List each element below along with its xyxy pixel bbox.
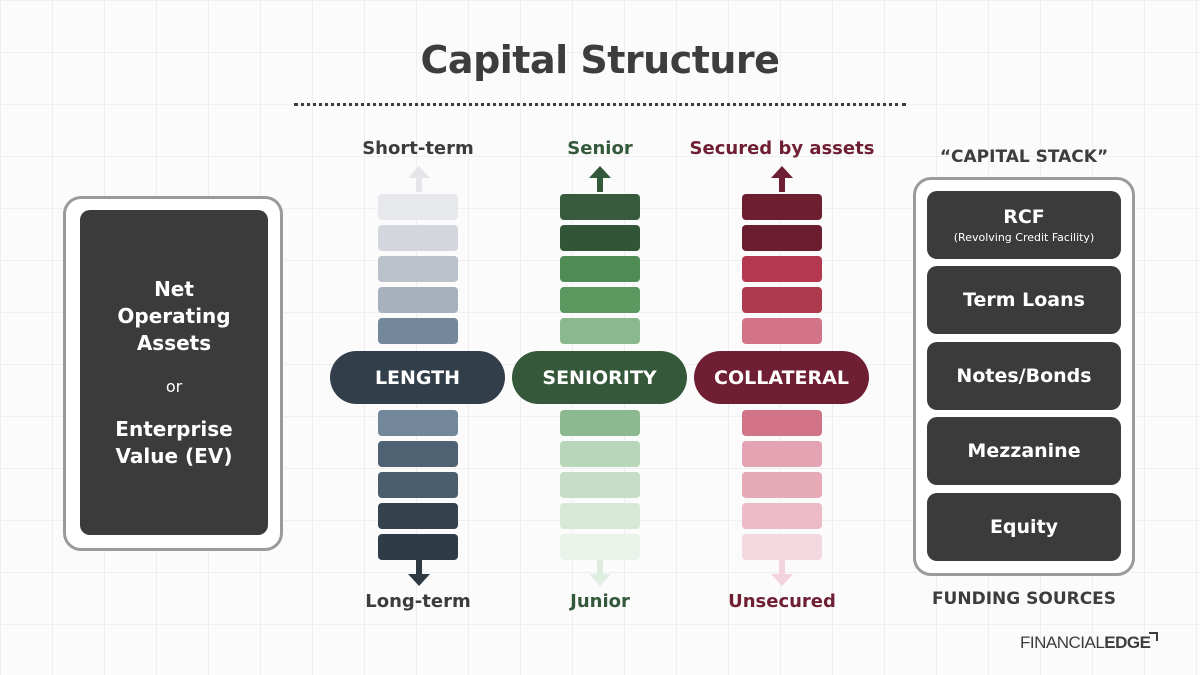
capital-stack-heading: “CAPITAL STACK”	[939, 147, 1109, 167]
collateral-block	[742, 534, 822, 560]
left-box-line-1: Net	[154, 276, 194, 301]
arrow-down-icon	[589, 560, 611, 586]
seniority-block	[560, 225, 640, 251]
left-box-or: or	[165, 376, 183, 396]
seniority-block	[560, 534, 640, 560]
length-block	[378, 534, 458, 560]
seniority-block	[560, 256, 640, 282]
stack-item-label: Notes/Bonds	[956, 365, 1092, 387]
collateral-block	[742, 287, 822, 313]
left-box-line-2: Operating	[117, 303, 231, 328]
collateral-bottom-label: Unsecured	[728, 591, 836, 612]
length-top-label: Short-term	[362, 138, 474, 159]
seniority-top-label: Senior	[567, 138, 633, 159]
seniority-pill: SENIORITY	[512, 351, 687, 404]
collateral-block	[742, 441, 822, 467]
length-block	[378, 472, 458, 498]
seniority-block	[560, 441, 640, 467]
stack-item-mezzanine: Mezzanine	[927, 417, 1121, 485]
length-block	[378, 441, 458, 467]
financial-edge-logo: FINANCIALEDGE	[1020, 633, 1151, 653]
arrow-up-icon	[771, 166, 793, 192]
seniority-block	[560, 503, 640, 529]
collateral-block	[742, 503, 822, 529]
funding-sources-label: FUNDING SOURCES	[931, 589, 1117, 609]
stack-item-label: RCF	[1003, 206, 1045, 228]
seniority-block	[560, 472, 640, 498]
collateral-top-label: Secured by assets	[689, 138, 875, 159]
left-box-line-3: Assets	[136, 330, 212, 355]
length-block	[378, 194, 458, 220]
length-block	[378, 503, 458, 529]
collateral-pill: COLLATERAL	[694, 351, 869, 404]
seniority-block	[560, 318, 640, 344]
stack-item-label: Equity	[989, 516, 1059, 538]
seniority-bottom-label: Junior	[570, 591, 630, 612]
collateral-block	[742, 256, 822, 282]
logo-text-financial: FINANCIAL	[1020, 633, 1105, 652]
left-box-line-4: Enterprise	[115, 416, 233, 441]
seniority-block	[560, 410, 640, 436]
length-block	[378, 225, 458, 251]
collateral-block	[742, 225, 822, 251]
logo-text-edge: EDGE	[1104, 633, 1151, 652]
arrow-down-icon	[408, 560, 430, 586]
page-title: Capital Structure	[420, 38, 780, 82]
length-block	[378, 256, 458, 282]
collateral-block	[742, 410, 822, 436]
arrow-down-icon	[771, 560, 793, 586]
length-pill: LENGTH	[330, 351, 505, 404]
stack-item-notes-bonds: Notes/Bonds	[927, 342, 1121, 410]
stack-item-sublabel: (Revolving Credit Facility)	[953, 231, 1095, 244]
seniority-block	[560, 194, 640, 220]
logo-corner-icon	[1149, 632, 1158, 641]
seniority-block	[560, 287, 640, 313]
stack-item-rcf: RCF (Revolving Credit Facility)	[927, 191, 1121, 259]
stack-item-term-loans: Term Loans	[927, 266, 1121, 334]
length-block	[378, 318, 458, 344]
length-bottom-label: Long-term	[365, 591, 471, 612]
collateral-block	[742, 318, 822, 344]
collateral-block	[742, 194, 822, 220]
length-block	[378, 410, 458, 436]
stack-item-label: Term Loans	[963, 289, 1085, 311]
arrow-up-icon	[408, 166, 430, 192]
left-box-line-5: Value (EV)	[115, 443, 233, 468]
stack-item-label: Mezzanine	[967, 440, 1081, 462]
title-divider	[294, 103, 906, 106]
length-block	[378, 287, 458, 313]
arrow-up-icon	[589, 166, 611, 192]
net-operating-assets-box: Net Operating Assets or Enterprise Value…	[80, 210, 268, 535]
collateral-block	[742, 472, 822, 498]
stack-item-equity: Equity	[927, 493, 1121, 561]
